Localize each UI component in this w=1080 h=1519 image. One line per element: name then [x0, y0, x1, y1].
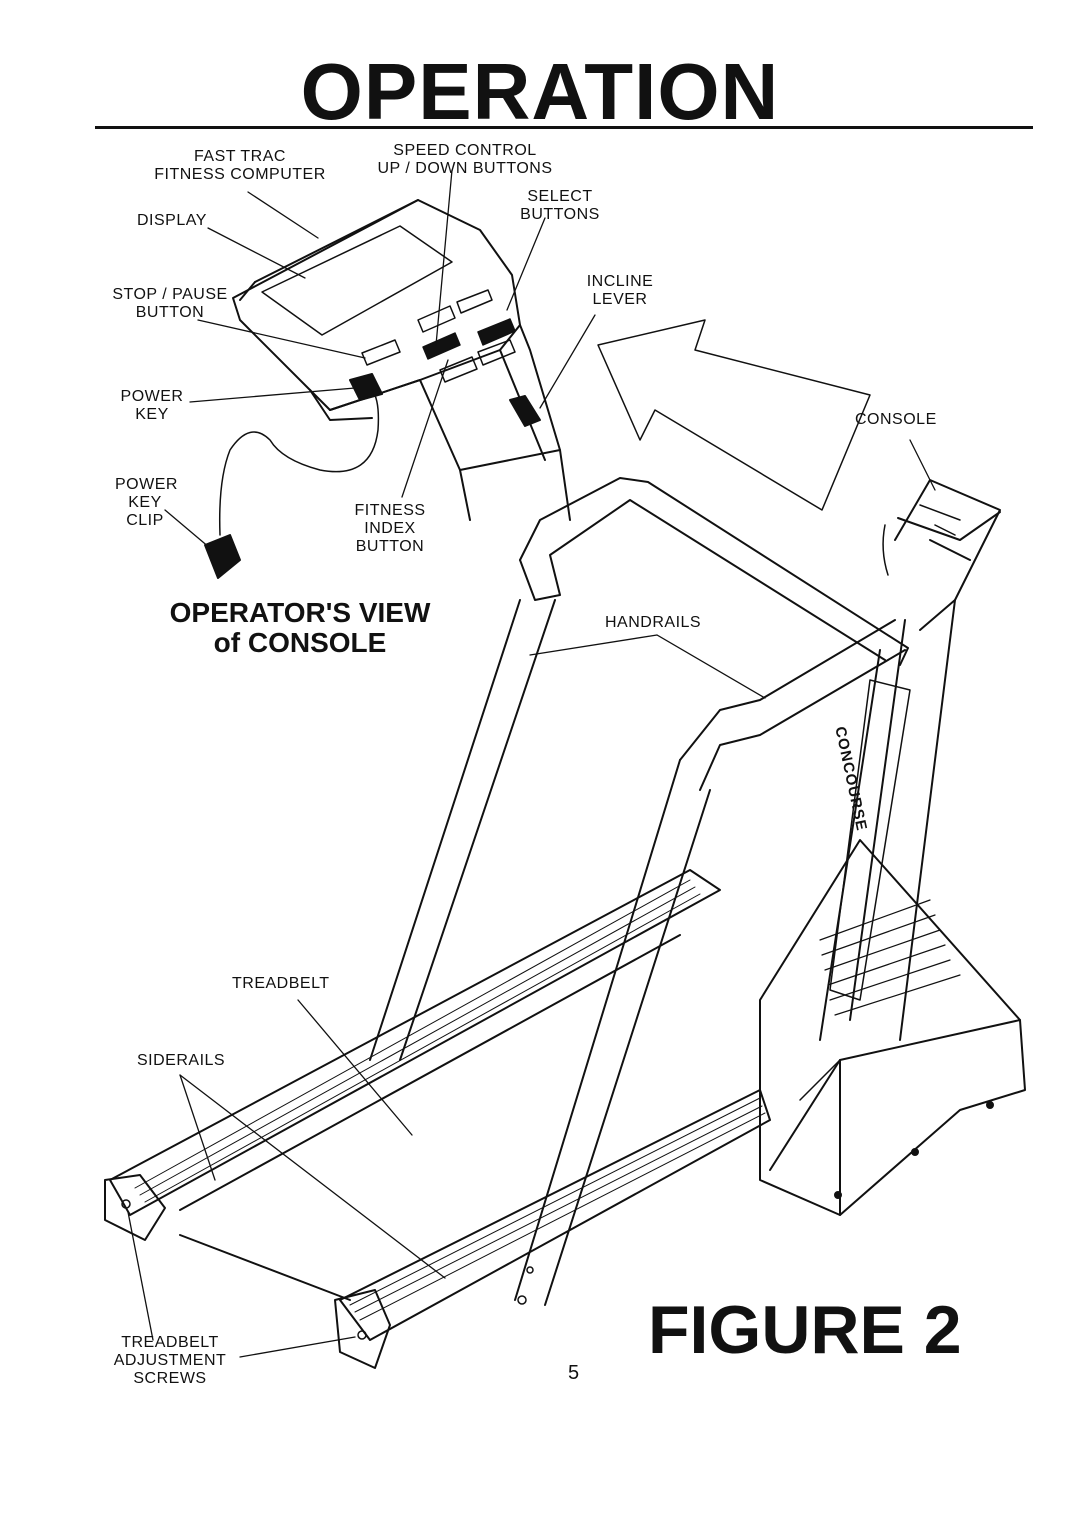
power-key-clip: [204, 534, 241, 579]
motor-hood-vents: [819, 899, 961, 1016]
label-power-key-clip: POWER KEY CLIP: [115, 476, 178, 529]
treadmill-frame: [104, 477, 1026, 1369]
label-stop-pause: STOP / PAUSE BUTTON: [112, 286, 228, 321]
power-key-cord: [218, 389, 380, 536]
siderail-grooves: [134, 879, 766, 1321]
figure-label: FIGURE 2: [648, 1292, 962, 1368]
label-select-buttons: SELECT BUTTONS: [520, 188, 600, 223]
incline-lever: [509, 395, 541, 427]
label-fitness-index: FITNESS INDEX BUTTON: [354, 502, 426, 555]
label-console: CONSOLE: [855, 411, 937, 428]
label-speed-control: SPEED CONTROL UP / DOWN BUTTONS: [377, 142, 553, 177]
operators-view-caption: OPERATOR'S VIEW of CONSOLE: [169, 597, 431, 658]
power-key: [349, 373, 383, 401]
page-title: OPERATION: [300, 47, 780, 136]
console-closeup: [204, 199, 571, 579]
left-end-cap: [104, 1174, 166, 1241]
speed-buttons: [417, 289, 516, 383]
label-display: DISPLAY: [137, 212, 207, 229]
view-arrow: [597, 319, 871, 511]
label-handrails: HANDRAILS: [605, 614, 702, 631]
label-incline-lever: INCLINE LEVER: [586, 273, 654, 308]
label-treadbelt-adjustment: TREADBELT ADJUSTMENT SCREWS: [113, 1334, 227, 1387]
page-number: 5: [568, 1362, 580, 1384]
title-rule: [95, 126, 1033, 129]
stop-pause-button: [361, 339, 401, 366]
label-treadbelt: TREADBELT: [232, 975, 330, 992]
label-siderails: SIDERAILS: [137, 1052, 226, 1069]
label-power-key: POWER KEY: [120, 388, 184, 423]
right-end-cap: [334, 1289, 391, 1369]
label-fast-trac: FAST TRAC FITNESS COMPUTER: [154, 148, 326, 183]
leader-lines: [127, 169, 936, 1358]
